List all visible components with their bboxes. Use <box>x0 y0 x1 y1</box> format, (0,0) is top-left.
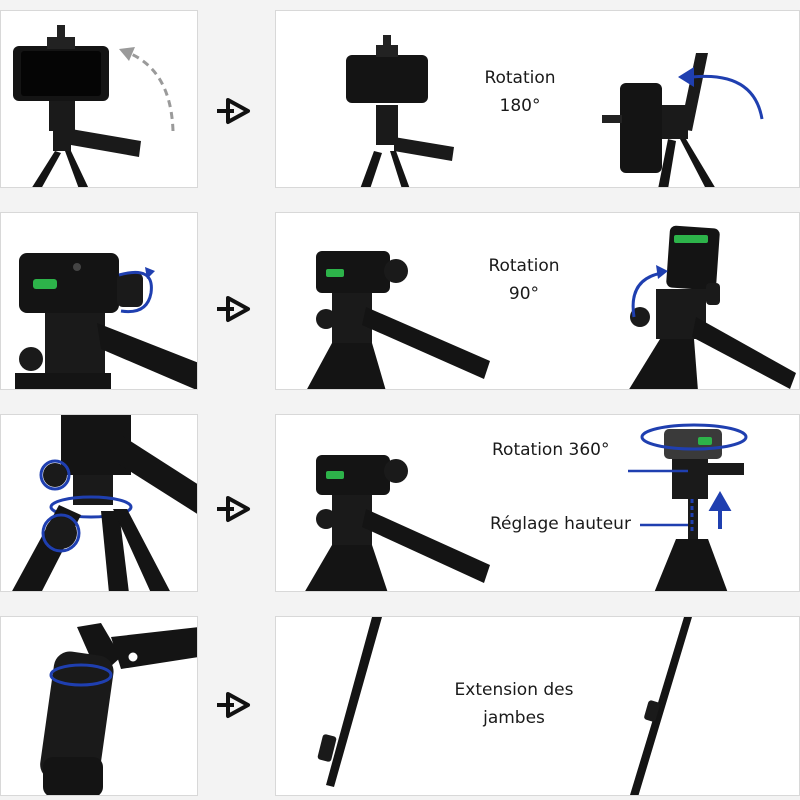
tripod-phone-illustration <box>13 25 175 187</box>
quick-release-plate-illustration <box>15 253 197 389</box>
tilt-rotation-illustration <box>307 225 796 389</box>
row1-caption: Rotation 180° <box>470 64 570 120</box>
row2-left-panel <box>0 212 198 390</box>
row1-right-panel <box>275 10 800 188</box>
rotate-ring-icon <box>49 663 113 687</box>
row3-right-panel <box>275 414 800 592</box>
phone-icon <box>346 55 428 103</box>
right-arrow-icon <box>217 296 250 322</box>
pan-handle <box>702 463 744 475</box>
pan-handle <box>97 323 197 389</box>
knob-icon <box>117 273 143 307</box>
right-arrow-icon <box>217 692 250 718</box>
pan-handle <box>362 509 490 583</box>
bubble-level-icon <box>326 471 344 479</box>
pan-handle <box>692 317 796 389</box>
phone-icon <box>620 83 662 173</box>
caption-line: Extension des <box>454 680 574 700</box>
rotate-ring-icon <box>49 495 133 519</box>
leg-lock-illustration <box>12 415 197 591</box>
right-arrow-icon <box>217 496 250 522</box>
height-adjust-illustration <box>305 423 748 591</box>
row4-left-panel <box>0 616 198 796</box>
row4-caption: Extension des jambes <box>444 676 584 732</box>
pan-handle <box>71 129 141 157</box>
leg-clip-illustration <box>40 623 197 795</box>
caption-line: jambes <box>483 708 545 728</box>
mount-plate <box>19 253 119 313</box>
rotate-ring-icon <box>640 423 748 451</box>
bubble-level-icon <box>326 269 344 277</box>
knob-icon <box>45 517 77 549</box>
bubble-level-icon <box>33 279 57 289</box>
rotate-arrow-icon <box>128 51 175 132</box>
rotate-arrow-icon <box>631 271 663 318</box>
row4-right-panel <box>275 616 800 796</box>
pan-handle <box>117 435 197 514</box>
pan-handle <box>680 53 708 131</box>
height-adjust-caption: Réglage hauteur <box>490 514 631 534</box>
caption-line: 90° <box>508 284 540 304</box>
row2-right-panel <box>275 212 800 390</box>
caption-line: Rotation <box>484 68 556 88</box>
rotate-arrow-icon <box>691 74 764 120</box>
leg-extension-illustration <box>317 617 692 795</box>
pan-handle <box>362 307 490 379</box>
tripod-rotation-illustration <box>346 35 764 187</box>
bubble-level-icon <box>698 437 712 445</box>
knob-icon <box>384 259 408 283</box>
bubble-level-icon <box>674 235 708 243</box>
caption-line: 180° <box>499 96 541 116</box>
row2-caption: Rotation 90° <box>474 252 574 308</box>
right-arrow-icon <box>217 98 250 124</box>
up-arrow-icon <box>708 490 732 529</box>
caption-line: Rotation <box>488 256 560 276</box>
rotation-360-caption: Rotation 360° <box>492 440 610 460</box>
row3-left-panel <box>0 414 198 592</box>
knob-icon <box>43 463 67 487</box>
row1-left-panel <box>0 10 198 188</box>
